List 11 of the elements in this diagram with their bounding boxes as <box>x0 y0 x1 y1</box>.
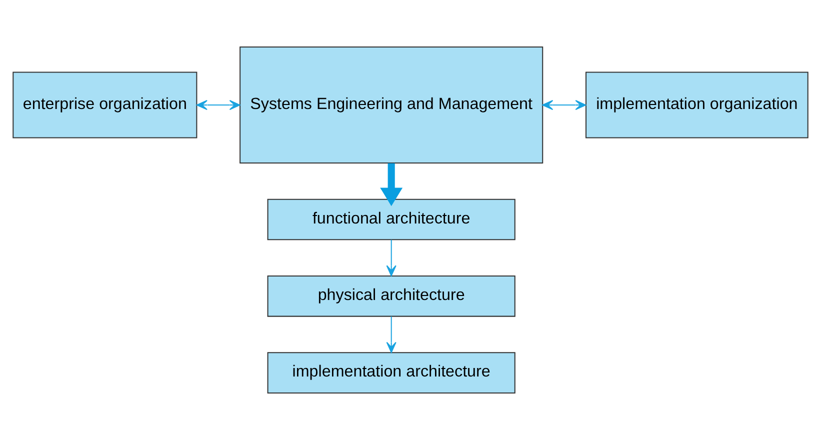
arrow <box>542 100 586 110</box>
node-box: physical architecture <box>267 275 516 317</box>
node-box: Systems Engineering and Management <box>240 46 544 164</box>
node-box: implementation architecture <box>267 352 516 394</box>
arrow <box>196 100 240 110</box>
arrow <box>386 240 396 276</box>
node-box: functional architecture <box>267 198 516 240</box>
node-box: enterprise organization <box>12 72 198 138</box>
arrow <box>380 163 403 206</box>
arrow <box>386 316 396 353</box>
node-box: implementation organization <box>585 72 808 138</box>
